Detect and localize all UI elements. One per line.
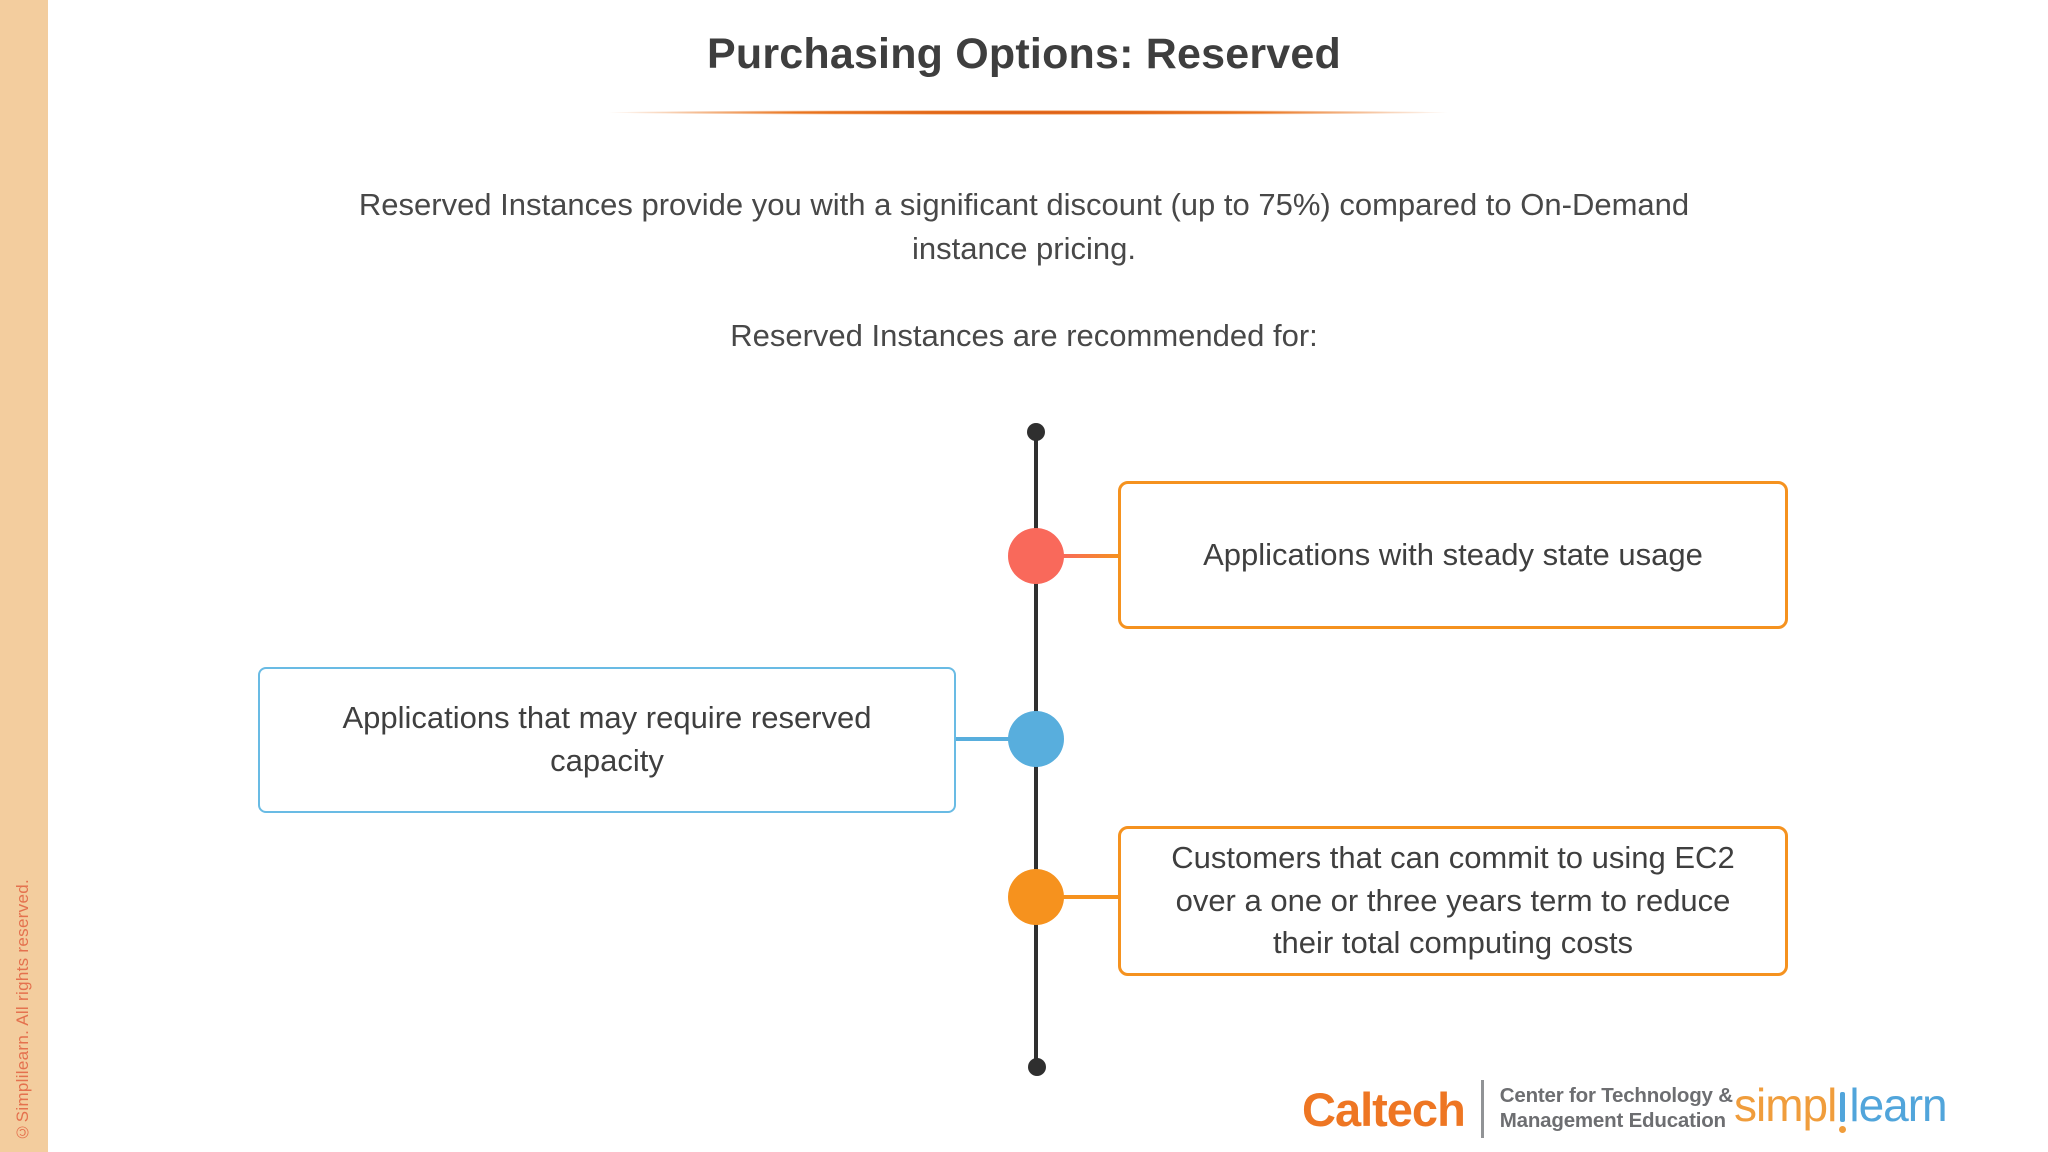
simplilearn-inverted-i-dot — [1839, 1126, 1847, 1133]
simplilearn-wordmark-orange: simpl — [1734, 1079, 1837, 1131]
left-copyright-strip — [0, 0, 48, 1152]
connector-steady-state — [1062, 554, 1120, 558]
timeline-box-reserved-capacity-label: Applications that may require reserved c… — [342, 700, 872, 778]
timeline-marker-blue — [1008, 711, 1064, 767]
caltech-logo-divider — [1480, 1080, 1484, 1138]
timeline-box-commit-term-label: Customers that can commit to using EC2 o… — [1171, 839, 1735, 961]
caltech-wordmark: Caltech — [1302, 1082, 1466, 1136]
caltech-subtitle-line2: Management Education — [1499, 1109, 1726, 1132]
intro-paragraph: Reserved Instances provide you with a si… — [358, 187, 1690, 267]
simplilearn-inverted-i-stem — [1840, 1092, 1846, 1122]
caltech-logo: Caltech Center for Technology & Manageme… — [1302, 1080, 1733, 1138]
recommended-heading: Reserved Instances are recommended for: — [730, 318, 1318, 353]
title-underline-accent — [598, 110, 1458, 115]
timeline-box-commit-term: Customers that can commit to using EC2 o… — [1118, 826, 1788, 976]
timeline-box-reserved-capacity: Applications that may require reserved c… — [258, 667, 956, 813]
timeline-start-dot — [1027, 423, 1045, 441]
timeline-marker-red — [1008, 528, 1064, 584]
timeline-box-steady-state-label: Applications with steady state usage — [1203, 536, 1703, 572]
simplilearn-inverted-i-icon — [1836, 1078, 1849, 1136]
simplilearn-wordmark-blue: learn — [1849, 1079, 1947, 1131]
simplilearn-logo: simpl learn — [1734, 1078, 1948, 1136]
timeline-box-steady-state: Applications with steady state usage — [1118, 481, 1788, 629]
connector-commit-term — [1062, 895, 1120, 899]
caltech-subtitle-line1: Center for Technology & — [1499, 1084, 1733, 1108]
page-title: Purchasing Options: Reserved — [706, 30, 1342, 78]
caltech-subtitle: Center for Technology & Management Educa… — [1500, 1084, 1733, 1133]
timeline-marker-orange — [1008, 869, 1064, 925]
copyright-text: ©Simplilearn. All rights reserved. — [13, 879, 32, 1142]
timeline-end-dot — [1028, 1058, 1046, 1076]
connector-reserved-capacity — [955, 737, 1010, 741]
